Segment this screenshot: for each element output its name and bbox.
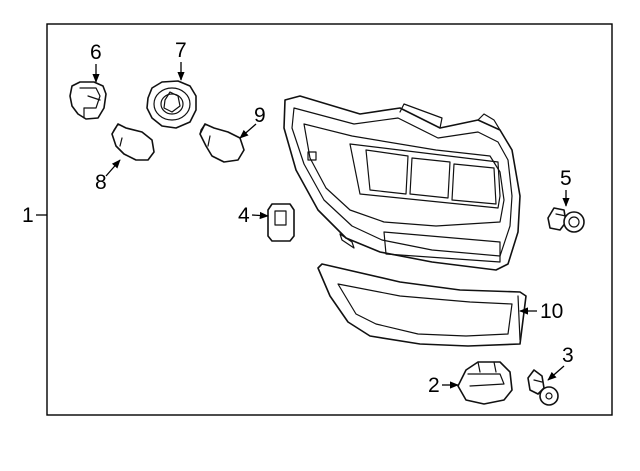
bracket-2[interactable]: 2	[428, 361, 513, 405]
bulb-9[interactable]: 9	[199, 104, 266, 163]
callout-10-label: 10	[540, 300, 563, 323]
tail-lamp-housing[interactable]	[283, 95, 521, 271]
bulb-8[interactable]: 8	[95, 123, 155, 194]
callout-8-label: 8	[95, 171, 107, 194]
reflector-strip-10[interactable]: 10	[317, 263, 563, 347]
callout-4-label: 4	[238, 204, 250, 227]
callout-6-label: 6	[90, 41, 102, 64]
callout-5-label: 5	[560, 167, 572, 190]
callout-7-label: 7	[175, 39, 187, 62]
bulb-socket-7[interactable]: 7	[146, 39, 197, 129]
callout-3-label: 3	[562, 344, 574, 367]
callout-2-label: 2	[428, 374, 440, 397]
socket-6[interactable]: 6	[69, 41, 107, 120]
fastener-3[interactable]: 3	[527, 344, 574, 406]
push-pin-5[interactable]: 5	[547, 167, 585, 233]
callout-1-label: 1	[22, 204, 34, 227]
callout-1[interactable]: 1	[22, 204, 47, 227]
callout-9-label: 9	[254, 104, 266, 127]
assembly-border	[46, 23, 613, 416]
reflector-4[interactable]: 4	[238, 203, 295, 242]
